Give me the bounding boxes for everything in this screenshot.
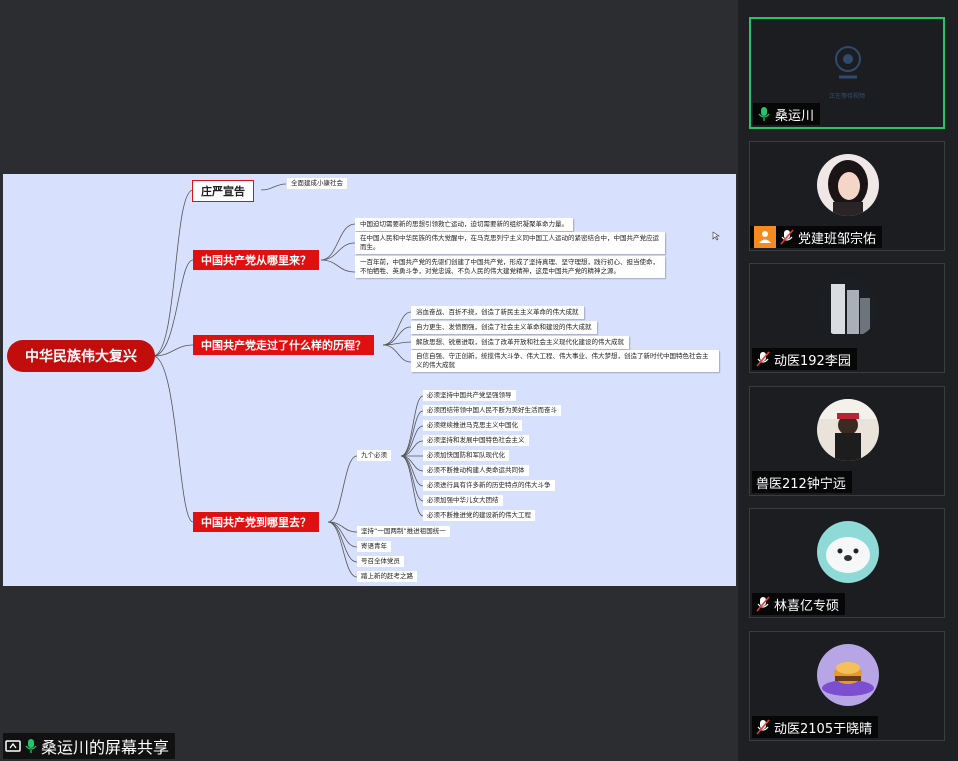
leaf-item: 踏上新的赶考之路 — [357, 571, 417, 582]
leaf-item: 在中国人民和中华民族的伟大觉醒中，在马克思列宁主义同中国工人运动的紧密结合中，中… — [355, 232, 665, 254]
avatar — [817, 644, 879, 706]
mic-on-icon — [758, 107, 770, 121]
avatar — [817, 521, 879, 583]
must-item: 必须坚持和发展中国特色社会主义 — [423, 435, 529, 446]
screen-share-area: 中华民族伟大复兴 庄严宣告 全面建成小康社会 中国共产党从哪里来？ 中国迫切需要… — [3, 174, 736, 759]
participant-name-tag: 桑运川 — [753, 103, 821, 125]
participant-name: 动医2105于晓晴 — [774, 721, 873, 737]
must-item: 必须继续推进马克思主义中国化 — [423, 420, 522, 431]
participant-name: 兽医212钟宁远 — [756, 476, 846, 492]
must-item: 必须不断推动构建人类命运共同体 — [423, 465, 529, 476]
participant-tile[interactable]: 兽医212钟宁远 — [749, 386, 945, 496]
avatar — [817, 399, 879, 461]
leaf-item: 中国迫切需要新的思想引领救亡运动，迫切需要新的组织凝聚革命力量。 — [355, 218, 573, 231]
participant-tile[interactable]: 动医2105于晓晴 — [749, 631, 945, 741]
leaf-item: 浴血奋战、百折不挠，创造了新民主主义革命的伟大成就 — [411, 306, 584, 319]
mic-muted-icon — [756, 351, 770, 367]
screen-share-label: 桑运川的屏幕共享 — [3, 733, 176, 759]
participant-name-tag: 兽医212钟宁远 — [752, 471, 852, 493]
must-item: 必须进行具有许多新的历史特点的伟大斗争 — [423, 480, 555, 491]
mic-on-icon — [25, 739, 37, 753]
topic-where-from: 中国共产党从哪里来？ — [193, 250, 319, 270]
topic-history: 中国共产党走过了什么样的历程？ — [193, 335, 374, 355]
participant-name-tag: 林喜亿专硕 — [752, 593, 846, 615]
participant-tile[interactable]: 党建班邹宗佑 — [749, 141, 945, 251]
mindmap-root: 中华民族伟大复兴 — [7, 340, 155, 372]
participant-tile[interactable]: 正在等待视频 桑运川 — [749, 17, 945, 129]
must-item: 必须团结带领中国人民不断为美好生活而奋斗 — [423, 405, 561, 416]
mouse-cursor-icon — [712, 231, 720, 241]
topic-where-to: 中国共产党到哪里去？ — [193, 512, 319, 532]
must-item: 必须加快国防和军队现代化 — [423, 450, 509, 461]
leaf-item: 全面建成小康社会 — [287, 178, 347, 189]
participant-name: 动医192李园 — [774, 353, 851, 369]
leaf-item: 解放思想、锐意进取，创造了改革开放和社会主义现代化建设的伟大成就 — [411, 336, 629, 349]
must-item: 必须坚持中国共产党坚强领导 — [423, 390, 516, 401]
mic-muted-icon — [756, 596, 770, 612]
leaf-item: 寄语青年 — [357, 541, 391, 552]
participant-name: 党建班邹宗佑 — [798, 231, 877, 247]
participant-name: 桑运川 — [775, 108, 815, 124]
must-item: 必须不断推进党的建设新的伟大工程 — [423, 510, 535, 521]
mic-muted-icon — [756, 719, 770, 735]
participant-name-tag: 动医2105于晓晴 — [752, 716, 879, 738]
participant-name-tag: 动医192李园 — [752, 348, 857, 370]
avatar — [817, 276, 879, 338]
share-label-text: 桑运川的屏幕共享 — [41, 738, 170, 757]
leaf-item: 自力更生、发愤图强，创造了社会主义革命和建设的伟大成就 — [411, 321, 597, 334]
video-waiting-hint: 正在等待视频 — [828, 93, 865, 100]
avatar — [817, 154, 879, 216]
mindmap-connectors — [152, 183, 424, 578]
leaf-item: 自信自强、守正创新，统揽伟大斗争、伟大工程、伟大事业、伟大梦想，创造了新时代中国… — [411, 350, 719, 372]
user-icon — [754, 226, 776, 248]
leaf-item: 号召全体党员 — [357, 556, 404, 567]
participant-name: 林喜亿专硕 — [774, 598, 840, 614]
participant-name-tag: 党建班邹宗佑 — [750, 226, 883, 248]
participant-tile[interactable]: 林喜亿专硕 — [749, 508, 945, 618]
leaf-item: 一百年前，中国共产党的先驱们创建了中国共产党，形成了坚持真理、坚守理想，践行初心… — [355, 256, 665, 278]
leaf-item: 坚持“一国两制”推进祖国统一 — [357, 526, 450, 537]
participant-tile[interactable]: 动医192李园 — [749, 263, 945, 373]
topic-solemn-declaration: 庄严宣告 — [192, 180, 254, 202]
group-nine-musts: 九个必须 — [357, 450, 391, 461]
screen-share-icon — [5, 740, 21, 752]
mic-muted-icon — [780, 229, 794, 245]
mindmap-slide: 中华民族伟大复兴 庄严宣告 全面建成小康社会 中国共产党从哪里来？ 中国迫切需要… — [3, 174, 736, 586]
must-item: 必须加强中华儿女大团结 — [423, 495, 503, 506]
camera-waiting-icon — [835, 46, 861, 79]
